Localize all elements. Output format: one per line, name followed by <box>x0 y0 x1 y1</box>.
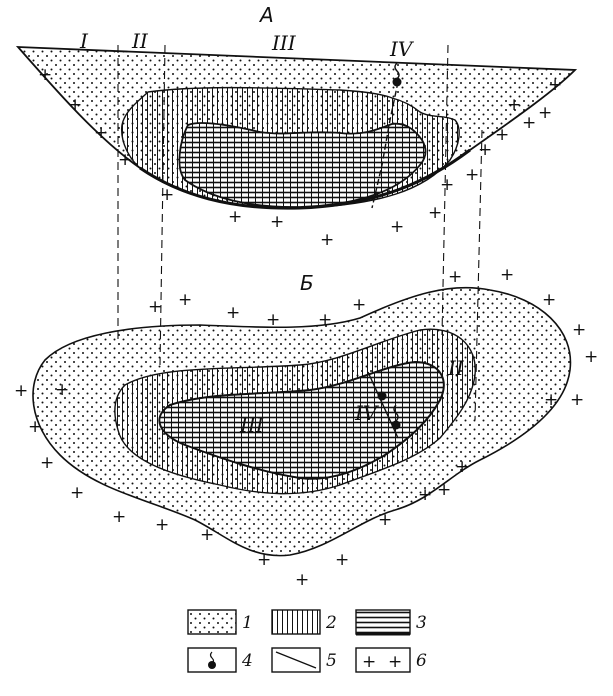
svg-text:+: + <box>500 265 514 285</box>
cross-section-a: + + + + + + + + + + + + + + + + + + А I … <box>15 3 578 250</box>
svg-text:+: + <box>548 75 562 95</box>
svg-text:+: + <box>378 510 392 530</box>
svg-text:+: + <box>295 570 309 590</box>
svg-text:+: + <box>68 95 82 115</box>
svg-text:+: + <box>38 65 52 85</box>
svg-text:+: + <box>542 290 556 310</box>
svg-text:+: + <box>40 453 54 473</box>
svg-text:+: + <box>522 113 536 133</box>
svg-text:+: + <box>440 175 454 195</box>
svg-text:+: + <box>390 217 404 237</box>
svg-text:+: + <box>155 515 169 535</box>
crystalline-crosses-b: + + + + + + + + + + + + + + + + + + + + … <box>14 265 598 590</box>
legend-item-3: 3 <box>355 609 427 636</box>
svg-text:+: + <box>478 140 492 160</box>
svg-text:+: + <box>318 310 332 330</box>
svg-text:+: + <box>538 103 552 123</box>
zone-label-ii-top: II <box>131 29 149 53</box>
zone-label-ii-plan: II <box>447 356 465 380</box>
svg-text:+: + <box>428 203 442 223</box>
svg-text:+: + <box>352 295 366 315</box>
svg-text:+: + <box>570 390 584 410</box>
svg-text:+: + <box>55 380 69 400</box>
svg-text:+: + <box>465 165 479 185</box>
svg-text:+: + <box>335 550 349 570</box>
svg-text:+: + <box>495 125 509 145</box>
zone-label-iii-plan: III <box>239 413 265 437</box>
legend-item-1: 1 <box>187 609 253 635</box>
svg-text:+: + <box>257 550 271 570</box>
svg-text:6: 6 <box>416 651 427 671</box>
zone-label-iii-top: III <box>271 31 297 55</box>
svg-text:+: + <box>14 381 28 401</box>
svg-text:+: + <box>226 303 240 323</box>
legend: 1 2 3 4 5 + + 6 <box>187 609 427 673</box>
svg-text:+: + <box>270 212 284 232</box>
plan-view-b: Б + + + + + + + + + + + + + + <box>14 265 598 590</box>
zone-label-i-top: I <box>79 29 89 53</box>
svg-text:2: 2 <box>325 613 337 633</box>
svg-text:+: + <box>228 207 242 227</box>
svg-text:+: + <box>94 123 108 143</box>
basin-floor <box>139 148 471 210</box>
svg-text:+: + <box>118 150 132 170</box>
zone-label-iv-plan: IV <box>354 401 380 425</box>
zone-label-iv-top: IV <box>389 37 415 61</box>
svg-text:+: + <box>70 483 84 503</box>
svg-text:+: + <box>448 267 462 287</box>
svg-text:3: 3 <box>416 613 427 633</box>
legend-item-2: 2 <box>271 609 337 635</box>
svg-text:+: + <box>388 652 402 672</box>
svg-text:+: + <box>544 390 558 410</box>
legend-item-4: 4 <box>187 647 253 673</box>
legend-item-5: 5 <box>271 647 337 673</box>
section-label-a: А <box>258 3 274 27</box>
legend-item-6: + + 6 <box>355 647 427 673</box>
svg-text:+: + <box>584 347 598 367</box>
svg-text:+: + <box>362 652 376 672</box>
svg-text:+: + <box>437 480 451 500</box>
plan-spring-symbols <box>377 391 401 430</box>
svg-text:+: + <box>200 525 214 545</box>
fault-line <box>371 81 399 209</box>
spring-symbol <box>392 62 402 87</box>
svg-text:+: + <box>28 417 42 437</box>
svg-text:+: + <box>418 485 432 505</box>
svg-text:+: + <box>507 95 521 115</box>
svg-text:+: + <box>455 457 469 477</box>
plan-zone-grid <box>158 360 445 480</box>
zone-grid <box>178 122 427 208</box>
crystalline-crosses-a: + + + + + + + + + + + + + + + + + + <box>38 65 562 250</box>
svg-text:1: 1 <box>242 613 253 633</box>
svg-text:+: + <box>266 310 280 330</box>
svg-text:+: + <box>572 320 586 340</box>
svg-text:4: 4 <box>241 651 253 671</box>
svg-text:+: + <box>320 230 334 250</box>
svg-text:+: + <box>178 290 192 310</box>
svg-text:5: 5 <box>326 651 337 671</box>
svg-text:+: + <box>160 185 174 205</box>
svg-text:+: + <box>112 507 126 527</box>
svg-text:+: + <box>148 297 162 317</box>
section-label-b: Б <box>300 271 314 295</box>
